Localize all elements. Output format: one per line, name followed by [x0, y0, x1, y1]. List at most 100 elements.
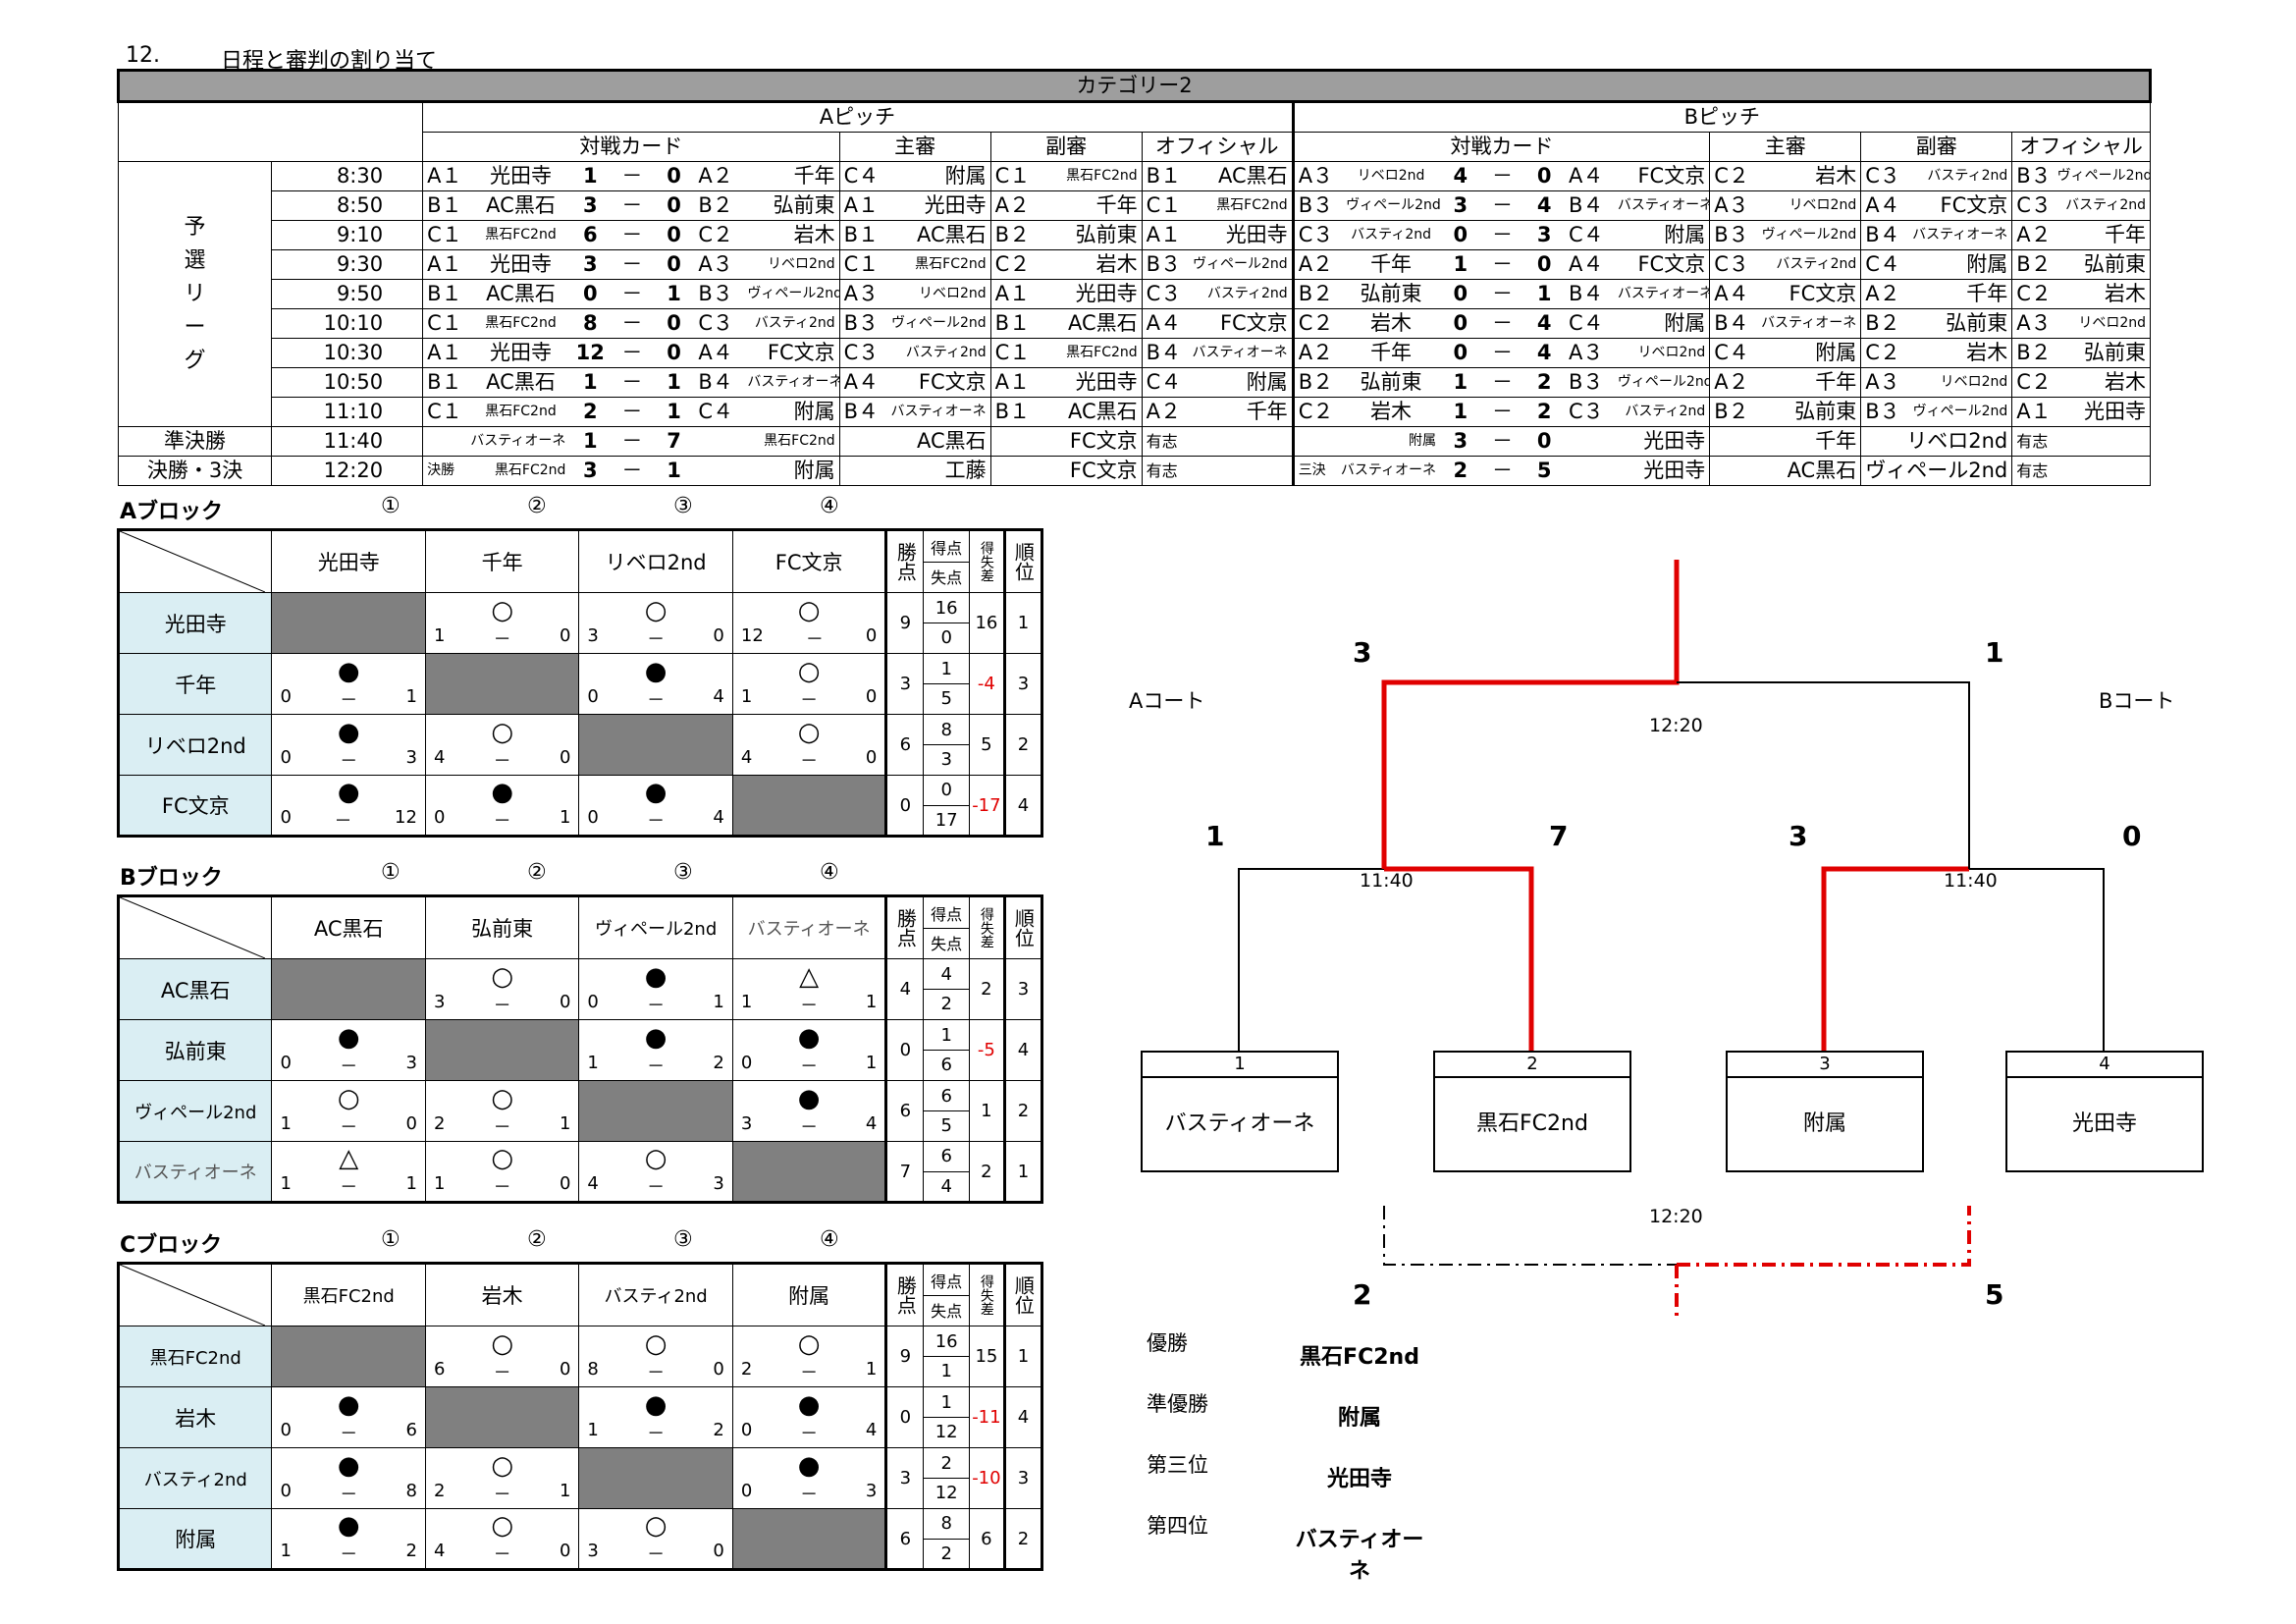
away-slot: C４	[1564, 220, 1614, 250]
slot-code: B１	[1146, 164, 1182, 188]
slot-code: A１	[1146, 223, 1182, 246]
score-against: 1	[405, 685, 417, 707]
team-name: バスティ2nd	[1776, 256, 1857, 272]
home-score: 3	[1440, 190, 1481, 221]
result-cell: ○2－1	[731, 1326, 887, 1387]
column-number: ①	[381, 860, 400, 885]
score-against: 6	[405, 1419, 417, 1440]
rank: 1	[1002, 592, 1043, 654]
result: ●1－2	[580, 1388, 731, 1447]
diagonal-line	[120, 1265, 265, 1326]
team-name: リベロ2nd	[918, 286, 987, 301]
home-team: 光田寺	[471, 161, 570, 191]
team-name: ヴィペール2nd	[1761, 227, 1857, 243]
result-mark: ○	[337, 1083, 360, 1113]
points: 9	[884, 1326, 925, 1387]
card-header: 対戦カード	[422, 132, 840, 162]
result-score: 3－0	[434, 992, 570, 1017]
result-cell: ●0－12	[271, 775, 426, 837]
home-team: 光田寺	[471, 338, 570, 368]
goals-for: 8	[924, 1510, 969, 1540]
goals-for: 4	[924, 960, 969, 990]
result-cell: ●0－4	[578, 653, 733, 715]
home-team: 千年	[1342, 249, 1441, 280]
result-cell: ●0－3	[731, 1447, 887, 1509]
rank: 1	[1002, 1141, 1043, 1203]
slot-code: B２	[2016, 252, 2052, 276]
row-team: バスティ2nd	[117, 1447, 273, 1509]
home-wrap: バスティオーネ	[427, 428, 565, 456]
away-score: 0	[653, 308, 695, 339]
block-title: Bブロック	[120, 866, 223, 891]
result-cell: ●0－8	[271, 1447, 426, 1509]
home-team: 千年	[1342, 338, 1441, 368]
points-header: 勝点	[884, 1263, 925, 1326]
points: 7	[884, 1141, 925, 1203]
result-cell: ●0－1	[424, 775, 580, 837]
home-slot: C３	[1291, 220, 1343, 250]
away-slot: A３	[694, 249, 744, 280]
result-mark: ●	[337, 1389, 360, 1420]
away-slot: C４	[1564, 308, 1614, 339]
result: ○2－1	[733, 1327, 884, 1386]
score-for: 4	[587, 1173, 599, 1194]
team-name: ヴィペール2nd	[1912, 404, 2008, 419]
score-for: 2	[433, 1480, 446, 1501]
official: 有志	[2011, 456, 2151, 486]
score-against: 8	[405, 1480, 417, 1501]
score-for: 12	[740, 624, 764, 646]
away-team: FC文京	[1613, 161, 1711, 191]
score-against: 0	[559, 991, 571, 1012]
score-for: 2	[740, 1358, 753, 1380]
result-cell: ○3－0	[424, 958, 580, 1020]
result-cell: ○1－0	[424, 1141, 580, 1203]
team-name: バスティオーネ	[1761, 315, 1857, 331]
team-header: バスティオーネ	[731, 895, 887, 959]
score-against: 1	[865, 991, 878, 1012]
score-against: 0	[865, 746, 878, 768]
rank-header-label: 順位	[1011, 908, 1036, 947]
result-cell: ●0－3	[271, 714, 426, 776]
team-name: 千年	[2105, 223, 2146, 246]
score-dash: －	[611, 161, 654, 191]
column-number: ③	[673, 1227, 693, 1252]
score-dash: －	[647, 1544, 666, 1565]
semi2-right-score: 0	[2122, 820, 2142, 852]
home-team: 弘前東	[1342, 367, 1441, 398]
score-against: 1	[865, 1358, 878, 1380]
home-score: 3	[569, 190, 612, 221]
points: 3	[884, 1447, 925, 1509]
result-cell: ○4－3	[578, 1141, 733, 1203]
score-dash: －	[800, 1362, 819, 1383]
ga-header: 失点	[931, 568, 963, 588]
points-header: 勝点	[884, 529, 925, 593]
slot-code: C２	[2016, 282, 2052, 305]
score-dash: －	[647, 689, 666, 711]
result-score: 0－4	[741, 1420, 877, 1445]
score-against: 3	[713, 1173, 724, 1194]
score-dash: －	[493, 1484, 511, 1505]
result-score: 1－0	[280, 1113, 416, 1139]
team-name: バスティ2nd	[1206, 286, 1288, 301]
score-for: 0	[740, 1419, 753, 1440]
points-header-label: 勝点	[893, 908, 918, 947]
away-team: ヴィペール2nd	[743, 279, 840, 309]
result: ●1－2	[273, 1510, 424, 1569]
seed-number: 4	[2007, 1053, 2202, 1078]
points: 6	[884, 714, 925, 776]
